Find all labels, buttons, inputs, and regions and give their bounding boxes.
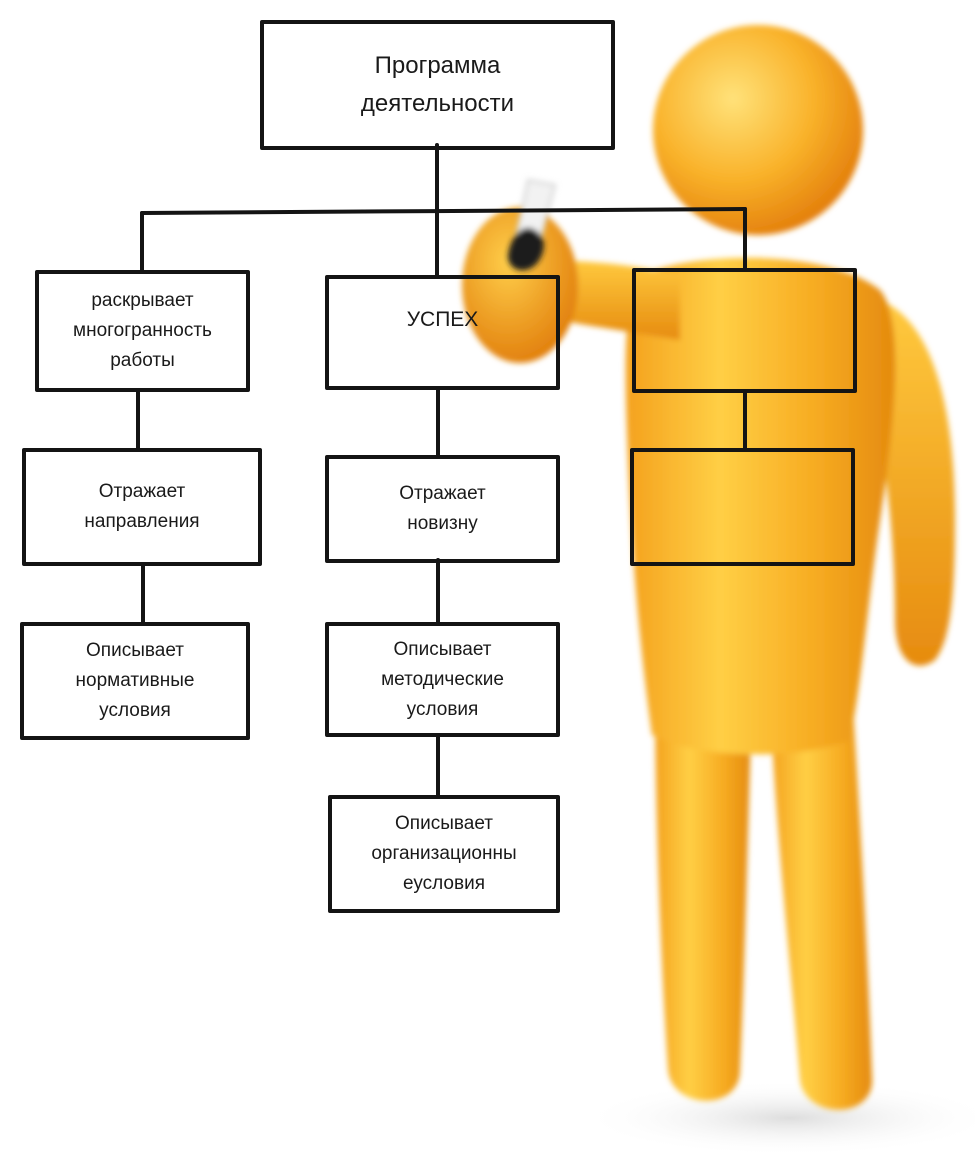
middle-box-level1-label: УСПЕХ — [406, 308, 479, 331]
connector-horizontal-bar — [140, 207, 747, 215]
marker-pen — [508, 178, 557, 271]
left-box-level3: Описывает нормативные условия — [20, 622, 250, 740]
middle-box-level4-label: Описывает организационны еусловия — [371, 813, 517, 894]
root-box-program: Программа деятельности — [260, 20, 615, 150]
figure-right-leg — [770, 690, 873, 1110]
right-box-level1 — [632, 268, 857, 393]
right-box-level2 — [630, 448, 855, 566]
figure-head — [653, 25, 863, 235]
middle-box-level3: Описывает методические условия — [325, 622, 560, 737]
left-box-level1: раскрывает многогранность работы — [35, 270, 250, 392]
middle-box-level4: Описывает организационны еусловия — [328, 795, 560, 913]
left-box-level2: Отражает направления — [22, 448, 262, 566]
middle-box-level2-label: Отражает новизну — [399, 483, 486, 534]
root-box-label: Программа деятельности — [360, 52, 515, 117]
left-box-level2-label: Отражает направления — [84, 481, 200, 532]
middle-box-level3-label: Описывает методические условия — [381, 638, 504, 720]
figure-left-leg — [655, 690, 752, 1101]
figure-hand — [462, 207, 578, 363]
middle-box-level1: УСПЕХ — [325, 275, 560, 390]
left-box-level1-label: раскрывает многогранность работы — [73, 290, 212, 371]
floor-shadow — [580, 1080, 975, 1156]
middle-box-level2: Отражает новизну — [325, 455, 560, 563]
left-box-level3-label: Описывает нормативные условия — [75, 640, 195, 721]
figure-torso — [625, 257, 896, 755]
